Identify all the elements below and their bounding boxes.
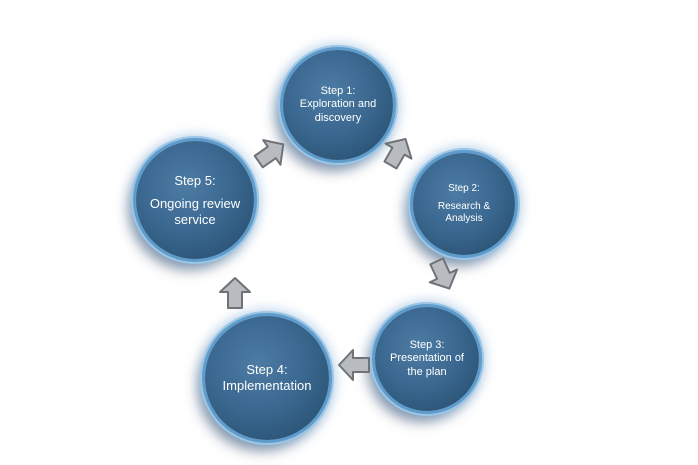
step-1-label: Step 1: Exploration and discovery [300,85,376,125]
step-2-label: Step 2: Research & Analysis [438,183,490,225]
step-4-text-line-1: Implementation [222,378,312,393]
arrow-icon [246,128,296,178]
arrow-icon [217,275,253,311]
step-4-title: Step 4: [246,362,288,378]
step-1-circle: Step 1: Exploration and discovery [283,50,393,160]
step-2-text-line-1: Research & [437,201,491,212]
step-1-title: Step 1: [320,85,356,98]
step-4-label: Step 4: Implementation [223,362,312,393]
step-5-circle: Step 5: Ongoing review service [136,141,254,259]
step-3-label: Step 3: Presentation of the plan [390,339,464,379]
step-2-circle: Step 2: Research & Analysis [413,153,515,255]
arrow-icon [336,347,372,383]
step-5-title: Step 5: [174,172,216,188]
step-2-text-line-2: Analysis [445,213,483,224]
step-3-text-line-2: the plan [407,365,447,378]
arrow-icon [373,127,422,176]
step-1-text-line-1: Exploration and [299,98,377,111]
step-2-title: Step 2: [448,183,480,194]
step-3-title: Step 3: [409,339,445,352]
step-3-circle: Step 3: Presentation of the plan [375,307,479,411]
step-1-text-line-2: discovery [314,111,362,124]
step-3-text-line-1: Presentation of [390,352,464,365]
step-5-label: Step 5: Ongoing review service [150,173,240,228]
step-5-text-line-1: Ongoing review [149,196,241,212]
arrow-icon [419,251,467,299]
step-5-text-line-2: service [174,211,216,227]
step-4-circle: Step 4: Implementation [205,316,329,440]
